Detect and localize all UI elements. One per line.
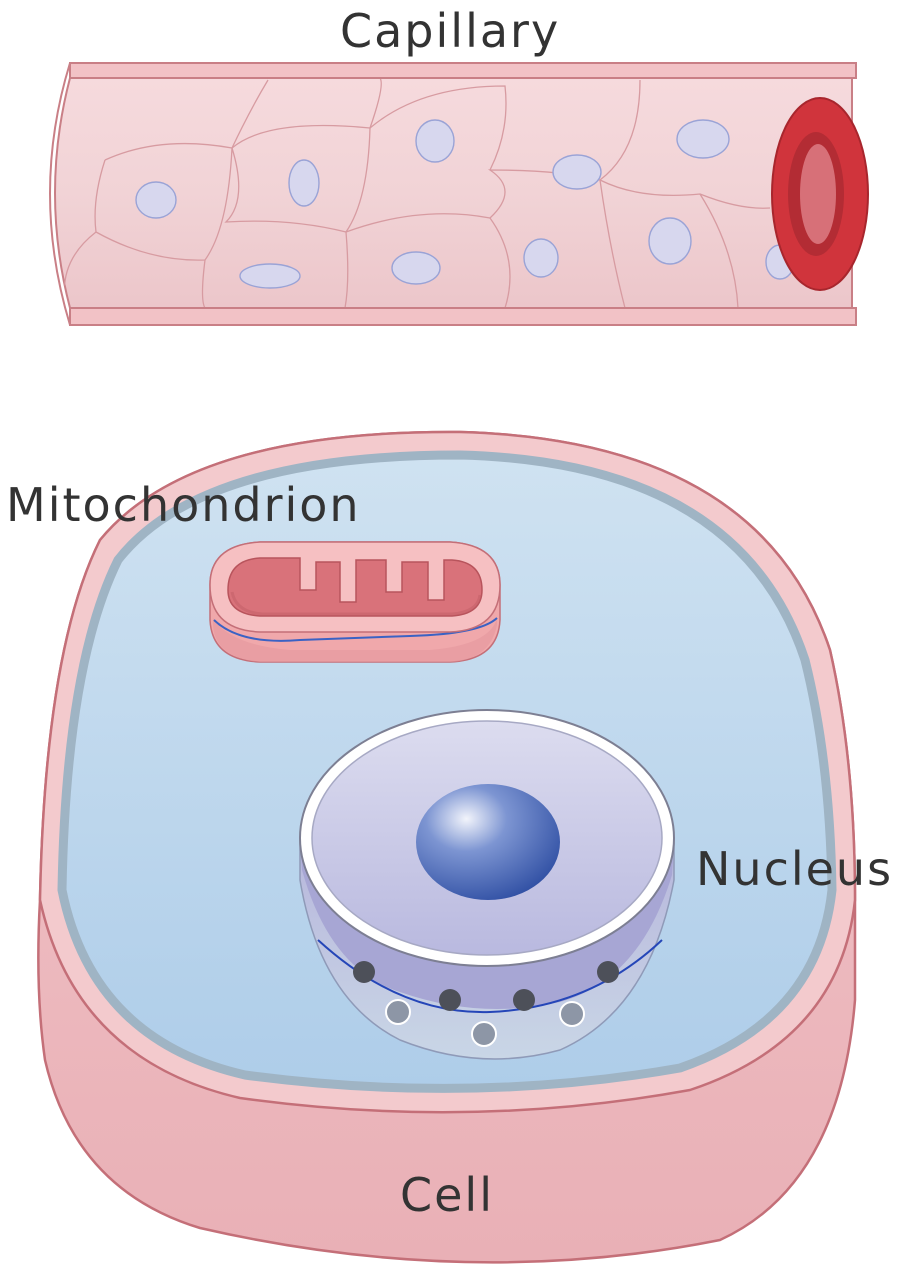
mitochondrion-cristae	[227, 557, 483, 617]
mitochondrion-label: Mitochondrion	[6, 478, 361, 532]
nuclear-pores	[353, 961, 619, 1047]
cell-label: Cell	[400, 1168, 494, 1222]
mitochondrion	[209, 541, 501, 663]
capillary-rim-top	[69, 62, 857, 79]
nucleus-label: Nucleus	[696, 842, 894, 896]
red-blood-cell	[771, 97, 869, 291]
capillary-left-end	[49, 62, 71, 326]
nucleus	[299, 709, 675, 1060]
endothelial-nuclei	[135, 119, 795, 289]
capillary-rim-bottom	[69, 307, 857, 326]
mitochondrion-edge-line	[213, 617, 498, 642]
capillary-label: Capillary	[340, 4, 561, 58]
mitochondrion-underside	[213, 618, 497, 662]
nucleolus	[416, 784, 560, 900]
capillary	[49, 62, 869, 326]
mitochondrion-inner-shadow	[230, 591, 482, 616]
